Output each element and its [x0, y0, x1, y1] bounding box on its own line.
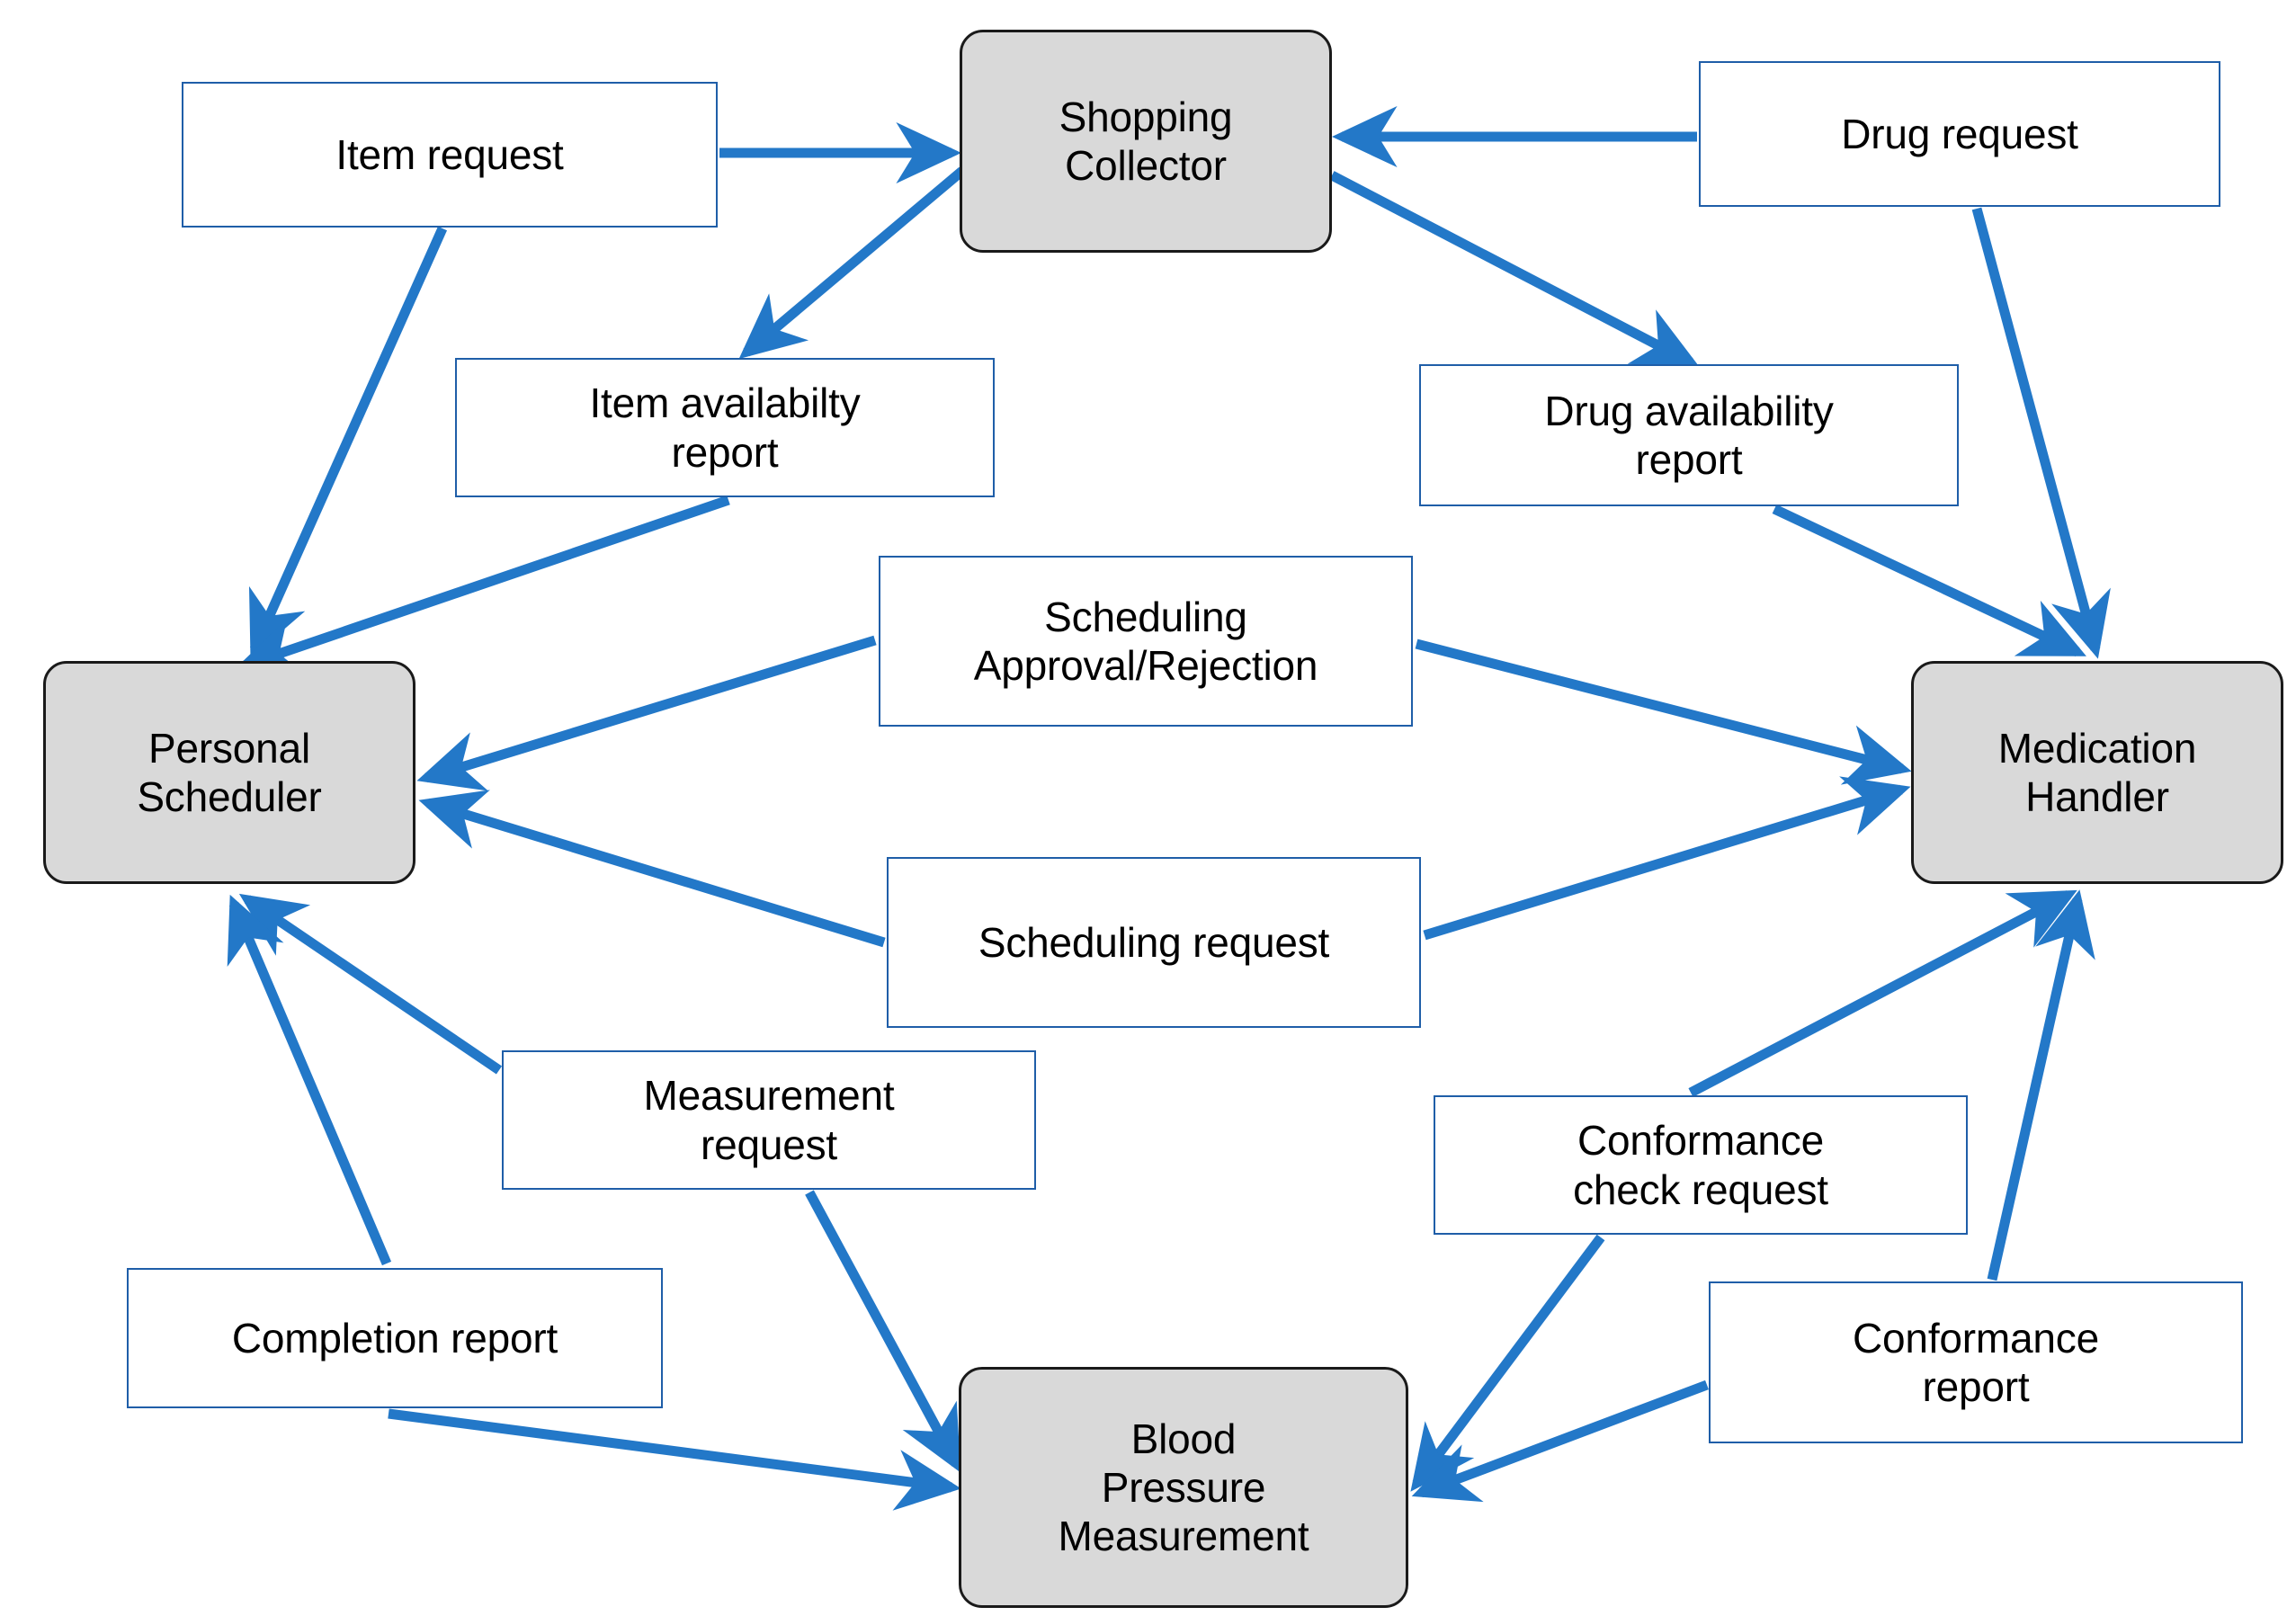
- message-box-item-availability-report[interactable]: Item availabilty report: [455, 358, 995, 497]
- message-label-item-request: Item request: [335, 130, 564, 178]
- message-label-drug-availability-report: Drug availability report: [1544, 387, 1834, 483]
- message-label-conformance-report: Conformance report: [1853, 1314, 2099, 1410]
- process-label-personal-scheduler: Personal Scheduler: [137, 724, 322, 820]
- message-label-measurement-request: Measurement request: [643, 1072, 895, 1168]
- arrow-completion-report-to-personal-scheduler: [227, 894, 392, 1266]
- arrow-scheduling-approval-rejection-to-medication-handler: [1415, 638, 1912, 785]
- arrow-conformance-check-request-to-blood-pressure-measurement: [1410, 1234, 1605, 1492]
- arrow-measurement-request-to-personal-scheduler: [238, 893, 503, 1075]
- arrow-completion-report-to-blood-pressure-measurement: [388, 1408, 961, 1511]
- arrow-conformance-check-request-to-medication-handler: [1688, 889, 2077, 1097]
- message-box-drug-availability-report[interactable]: Drug availability report: [1419, 364, 1959, 506]
- arrow-conformance-report-to-medication-handler: [1987, 889, 2095, 1281]
- message-label-scheduling-approval-rejection: Scheduling Approval/Rejection: [973, 593, 1318, 689]
- arrow-scheduling-approval-rejection-to-personal-scheduler: [416, 635, 877, 791]
- arrow-drug-request-to-medication-handler: [1971, 207, 2111, 659]
- arrow-drug-availability-report-to-medication-handler: [1772, 504, 2086, 656]
- arrow-item-availability-report-to-personal-scheduler: [235, 495, 730, 677]
- arrow-shopping-collector-to-item-availability-report: [738, 166, 966, 360]
- arrow-conformance-report-to-blood-pressure-measurement: [1411, 1379, 1709, 1503]
- message-box-item-request[interactable]: Item request: [182, 82, 718, 228]
- message-label-completion-report: Completion report: [231, 1314, 558, 1362]
- message-label-item-availability-report: Item availabilty report: [589, 379, 861, 476]
- arrow-shopping-collector-to-drug-availability-report: [1329, 171, 1700, 368]
- arrow-item-request-to-personal-scheduler: [248, 226, 448, 659]
- message-box-measurement-request[interactable]: Measurement request: [502, 1050, 1036, 1190]
- arrow-scheduling-request-to-medication-handler: [1423, 776, 1911, 941]
- arrow-measurement-request-to-blood-pressure-measurement: [805, 1190, 961, 1473]
- arrow-scheduling-request-to-personal-scheduler: [418, 790, 886, 948]
- process-node-medication-handler[interactable]: Medication Handler: [1911, 661, 2283, 884]
- process-label-shopping-collector: Shopping Collector: [1059, 93, 1233, 189]
- process-node-personal-scheduler[interactable]: Personal Scheduler: [43, 661, 415, 884]
- process-label-blood-pressure-measurement: Blood Pressure Measurement: [1058, 1415, 1309, 1560]
- message-label-drug-request: Drug request: [1841, 110, 2078, 157]
- message-box-conformance-report[interactable]: Conformance report: [1709, 1281, 2243, 1443]
- message-box-drug-request[interactable]: Drug request: [1699, 61, 2220, 207]
- process-label-medication-handler: Medication Handler: [1997, 724, 2197, 820]
- message-label-scheduling-request: Scheduling request: [978, 918, 1330, 966]
- process-node-blood-pressure-measurement[interactable]: Blood Pressure Measurement: [959, 1367, 1408, 1608]
- message-box-completion-report[interactable]: Completion report: [127, 1268, 663, 1408]
- message-box-scheduling-approval-rejection[interactable]: Scheduling Approval/Rejection: [879, 556, 1413, 727]
- message-box-scheduling-request[interactable]: Scheduling request: [887, 857, 1421, 1028]
- process-node-shopping-collector[interactable]: Shopping Collector: [960, 30, 1332, 253]
- message-label-conformance-check-request: Conformance check request: [1573, 1117, 1828, 1213]
- message-box-conformance-check-request[interactable]: Conformance check request: [1434, 1095, 1968, 1235]
